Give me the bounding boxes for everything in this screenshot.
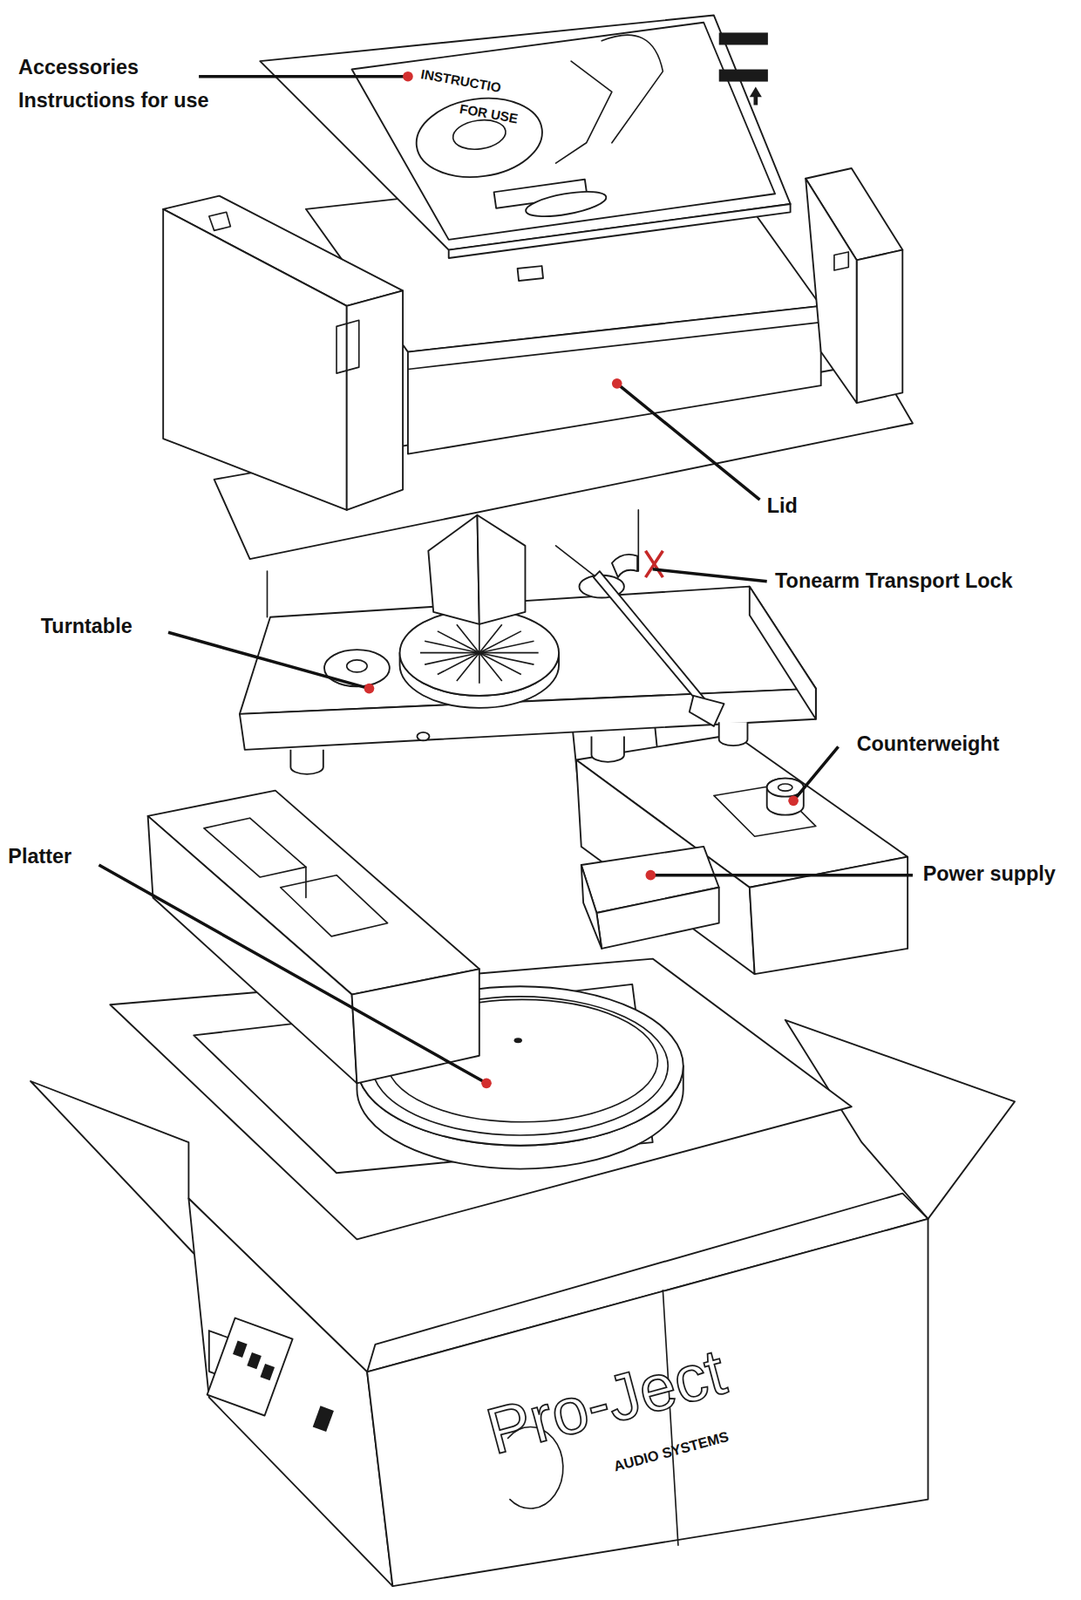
spoke xyxy=(437,652,480,675)
lid-slot xyxy=(517,265,544,281)
brand-subtitle: AUDIO SYSTEMS xyxy=(611,1427,731,1475)
lid-edge xyxy=(407,322,822,370)
platter-layer xyxy=(109,958,851,1240)
foam-cap-side xyxy=(163,209,347,510)
subplatter-spokes xyxy=(420,622,539,684)
box-flap xyxy=(785,1019,1015,1219)
foam-front xyxy=(352,968,480,1083)
manual-tonearm-sketch xyxy=(556,61,612,164)
tonearm-pivot xyxy=(611,554,638,578)
headshell xyxy=(689,695,725,727)
manual-platter-sketch xyxy=(411,90,548,185)
box-side xyxy=(188,1198,393,1587)
foam-cutout xyxy=(280,875,388,937)
foam-cap-side xyxy=(805,178,857,403)
box-print xyxy=(259,1363,275,1381)
spoke xyxy=(479,652,503,681)
spoke xyxy=(478,622,481,653)
foam-tray xyxy=(148,703,909,1083)
box-print xyxy=(232,1340,248,1358)
callout-label: Turntable xyxy=(40,614,133,639)
spoke xyxy=(479,652,539,654)
callout-label: Platter xyxy=(7,844,72,869)
platter-hole xyxy=(514,1037,523,1043)
callout-label: Counterweight xyxy=(856,732,1000,756)
foam-notch xyxy=(336,319,360,374)
leader-dot xyxy=(645,870,656,881)
shipping-box-front xyxy=(367,1193,928,1586)
leader-dot xyxy=(788,795,799,806)
foam-side xyxy=(576,760,755,975)
plinth-knob xyxy=(416,732,429,741)
transport-lock xyxy=(645,550,663,578)
callout-label: Accessories Instructions for use xyxy=(18,50,223,116)
spoke xyxy=(478,652,481,684)
lid-front xyxy=(407,305,822,455)
manual-icon xyxy=(719,69,769,82)
cardboard-sheet xyxy=(109,958,851,1240)
callout-label: Tonearm Transport Lock xyxy=(775,569,1014,593)
leader-dot xyxy=(364,683,375,694)
leader-line xyxy=(650,873,913,878)
leader-dot xyxy=(402,71,414,82)
power-supply-side xyxy=(581,864,602,949)
motor-pulley xyxy=(346,659,368,673)
plinth-side xyxy=(749,586,816,720)
spoke xyxy=(479,631,522,653)
leader-line xyxy=(793,746,838,801)
leader-dot xyxy=(481,1077,492,1088)
leader-dot xyxy=(611,378,623,389)
callout-label: Lid xyxy=(767,494,798,518)
foam-side xyxy=(148,815,358,1083)
leader-line xyxy=(168,632,369,688)
foam-cutout xyxy=(203,817,306,878)
foam-notch xyxy=(834,251,849,271)
instruction-manual xyxy=(352,22,776,240)
leader-line xyxy=(617,383,761,500)
leader-line xyxy=(98,864,487,1083)
box-print xyxy=(246,1352,262,1369)
leader-line xyxy=(198,74,408,79)
spoke xyxy=(437,631,480,653)
foam-cap-front xyxy=(856,250,904,403)
power-supply-front xyxy=(596,887,719,949)
foam-cap-front xyxy=(346,290,403,510)
manual-tonearm-sketch xyxy=(601,34,663,143)
manual-title: INSTRUCTIO xyxy=(419,67,503,96)
motor-pulley xyxy=(324,649,390,687)
manual-icon xyxy=(719,32,769,45)
foam-cutout xyxy=(305,866,307,898)
manual-title: FOR USE xyxy=(458,101,520,128)
spoke xyxy=(479,652,522,675)
tonearm xyxy=(593,571,709,708)
box-print xyxy=(207,1318,293,1416)
box-print xyxy=(312,1405,334,1432)
turntable xyxy=(239,509,816,775)
plinth-foot xyxy=(591,736,624,762)
plinth-foot xyxy=(719,721,748,746)
spoke xyxy=(456,624,480,653)
foam-notch xyxy=(209,211,232,231)
box-front xyxy=(367,1218,928,1586)
plinth-foot xyxy=(290,749,323,775)
spindle-protector xyxy=(428,515,479,625)
callout-label: Power supply xyxy=(923,861,1056,885)
spoke xyxy=(424,652,480,665)
spoke xyxy=(420,652,480,654)
counterweight-bore xyxy=(778,783,793,791)
spindle-protector xyxy=(476,515,525,625)
manual-icon xyxy=(749,86,762,105)
lid-package xyxy=(163,15,913,560)
leader-line xyxy=(652,569,768,582)
spindle-post xyxy=(266,571,269,618)
spoke xyxy=(479,640,535,653)
manual-sketch-oval xyxy=(523,186,608,221)
